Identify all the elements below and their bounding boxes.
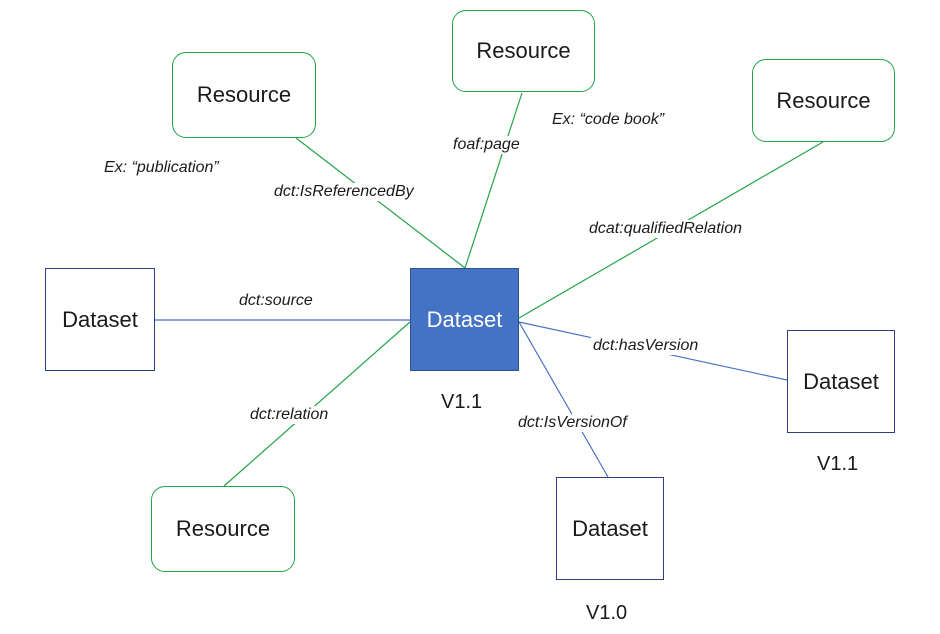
edge-label-relation: dct:relation (248, 406, 331, 424)
version-label-right: V1.1 (817, 453, 859, 475)
resource-node-label: Resource (476, 38, 571, 63)
dataset-node-has-version: Dataset (787, 330, 895, 433)
resource-node-publication: Resource (172, 52, 316, 138)
resource-node-label: Resource (175, 516, 271, 541)
dataset-node-label: Dataset (62, 306, 138, 332)
example-label-code-book: Ex: “code book” (552, 111, 665, 128)
resource-node-label: Resource (776, 87, 871, 113)
edge-line-foaf-page (464, 92, 523, 269)
edge-line-relation (223, 321, 411, 487)
edge-label-has-version: dct:hasVersion (591, 337, 701, 355)
edge-label-foaf-page: foaf:page (451, 136, 522, 154)
dataset-node-is-version-of: Dataset (556, 477, 664, 580)
edge-label-source: dct:source (237, 292, 315, 310)
example-label-publication: Ex: “publication” (104, 159, 219, 176)
dataset-node-source: Dataset (45, 268, 155, 371)
dataset-node-center: Dataset (410, 268, 519, 371)
dataset-node-label: Dataset (572, 515, 648, 541)
resource-node-label: Resource (196, 82, 292, 107)
edge-label-is-version-of: dct:IsVersionOf (516, 414, 629, 432)
edge-label-qualified-relation: dcat:qualifiedRelation (587, 220, 744, 238)
resource-node-relation: Resource (151, 486, 295, 572)
resource-node-qualified-relation: Resource (752, 59, 895, 142)
version-label-center: V1.1 (441, 391, 483, 413)
dataset-node-label: Dataset (803, 368, 879, 394)
dataset-node-label: Dataset (426, 306, 503, 332)
edge-line-is-version-of (518, 321, 609, 478)
edge-label-is-referenced-by: dct:IsReferencedBy (272, 183, 416, 201)
version-label-bottom: V1.0 (586, 602, 628, 624)
edge-line-is-referenced-by (295, 137, 466, 269)
resource-node-code-book: Resource (452, 10, 595, 92)
